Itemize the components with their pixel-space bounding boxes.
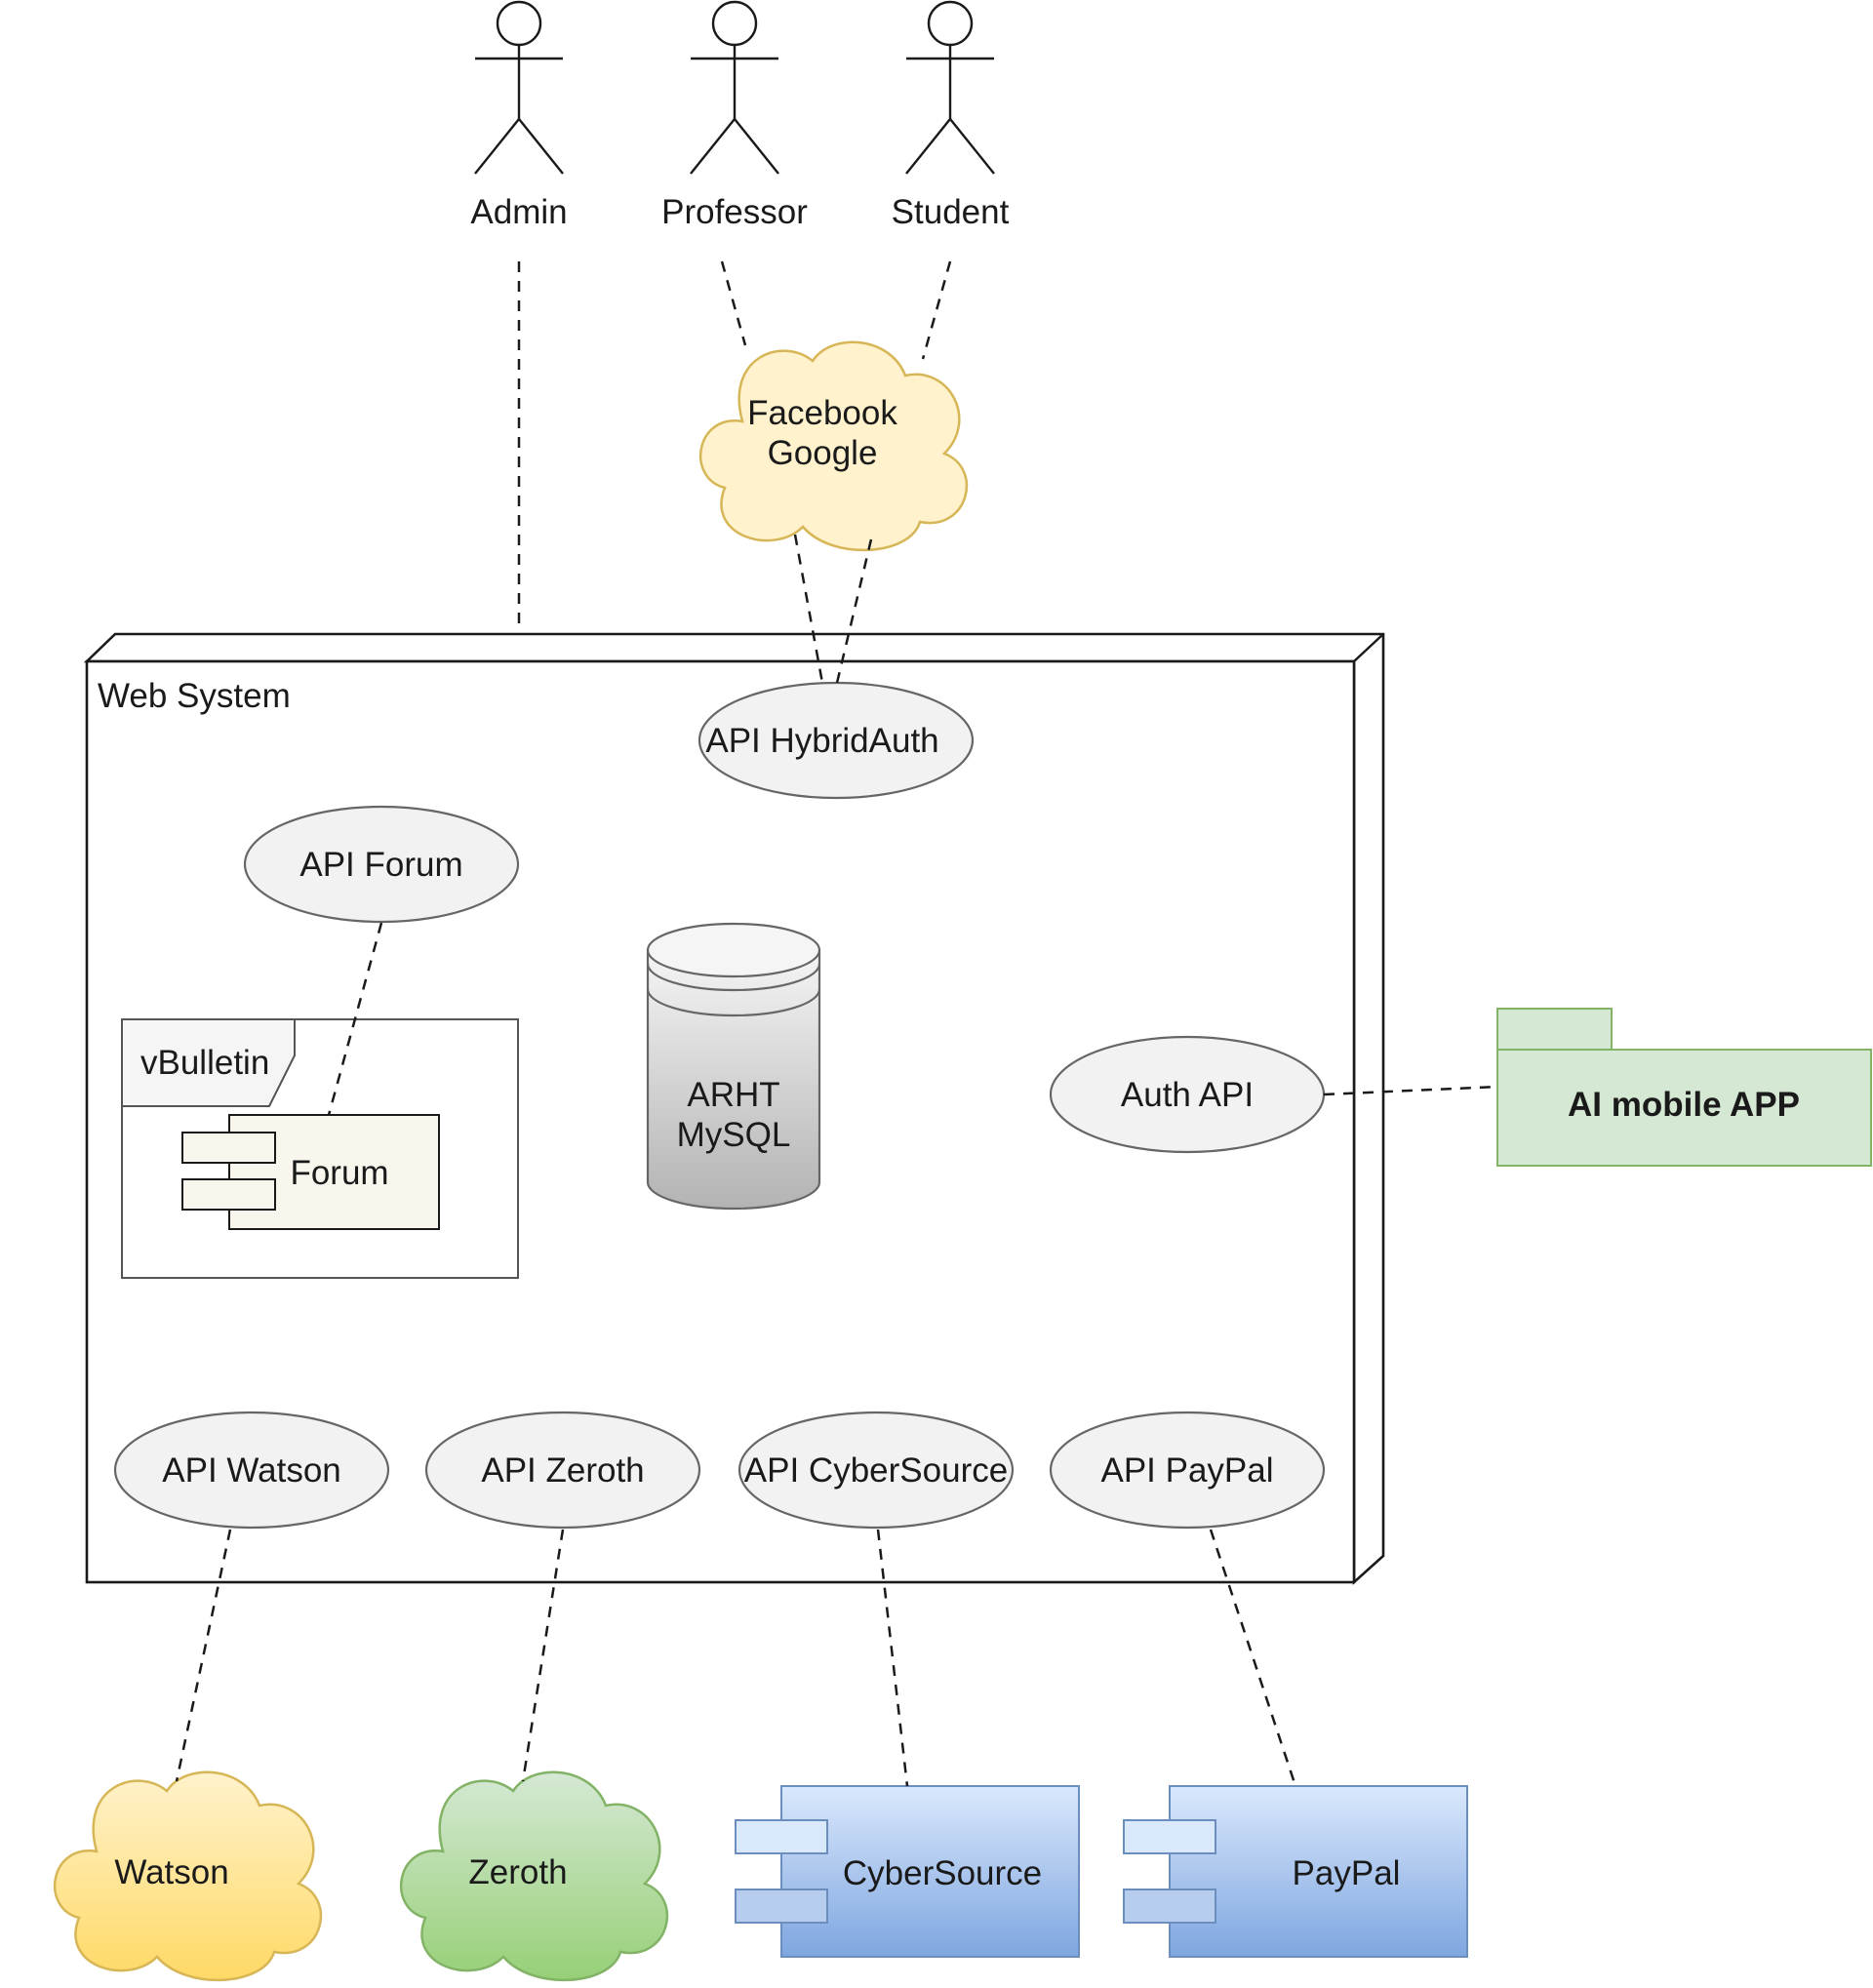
stick-figure-icon — [905, 0, 995, 175]
actor-student-label: Student — [892, 193, 1010, 231]
cloud-watson-label: Watson — [114, 1853, 228, 1891]
connector-apicybersource-cybersource — [876, 1529, 909, 1787]
api-paypal: API PayPal — [1049, 1411, 1326, 1530]
api-cybersource-label: API CyberSource — [744, 1451, 1008, 1490]
api-hybridauth-label: API HybridAuth — [705, 722, 938, 760]
stick-figure-icon — [690, 0, 779, 175]
component-icon — [181, 1132, 276, 1164]
database-line1: ARHT — [687, 1076, 779, 1114]
api-watson: API Watson — [113, 1411, 390, 1530]
cloud-zeroth-label: Zeroth — [468, 1853, 567, 1891]
cloud-facebook-google: Facebook Google — [698, 340, 969, 552]
connector-apiwatson-watson — [175, 1529, 232, 1782]
vbulletin-title: vBulletin — [140, 1044, 269, 1082]
auth-api-label: Auth API — [1121, 1076, 1254, 1114]
paypal-component: PayPal — [1123, 1785, 1468, 1958]
paypal-label: PayPal — [1293, 1854, 1401, 1892]
connectors — [175, 260, 1498, 1787]
actor-admin: Admin — [470, 0, 568, 231]
connector-apipaypal-paypal — [1209, 1529, 1297, 1787]
cloud-google-label: Google — [768, 434, 878, 472]
actor-student: Student — [892, 0, 1010, 231]
connector-student-cloud — [921, 260, 952, 360]
component-icon — [1123, 1889, 1216, 1924]
api-zeroth-label: API Zeroth — [481, 1451, 644, 1490]
cybersource-component: CyberSource — [735, 1785, 1080, 1958]
api-forum: API Forum — [243, 805, 520, 924]
connector-forumapi-forum — [327, 922, 383, 1116]
actor-professor: Professor — [661, 0, 808, 231]
component-icon — [735, 1819, 828, 1854]
actor-professor-label: Professor — [661, 193, 808, 231]
api-forum-label: API Forum — [299, 846, 462, 884]
component-icon — [181, 1178, 276, 1211]
connector-authapi-mobileapp — [1323, 1085, 1498, 1096]
web-system-title: Web System — [98, 677, 291, 715]
api-hybridauth: API HybridAuth — [697, 681, 975, 800]
api-watson-label: API Watson — [162, 1451, 341, 1490]
actor-admin-label: Admin — [470, 193, 567, 231]
forum-component-label: Forum — [290, 1154, 388, 1192]
ai-mobile-app-package: AI mobile APP — [1496, 1008, 1872, 1167]
cybersource-label: CyberSource — [843, 1854, 1042, 1892]
connector-apizeroth-zeroth — [521, 1529, 565, 1782]
database-arht-mysql: ARHT MySQL — [646, 922, 821, 1211]
component-icon — [735, 1889, 828, 1924]
api-zeroth: API Zeroth — [424, 1411, 701, 1530]
api-paypal-label: API PayPal — [1100, 1451, 1273, 1490]
connector-cloud-hybridauth-b — [835, 538, 873, 684]
ai-mobile-app-label: AI mobile APP — [1568, 1086, 1800, 1124]
connector-cloud-hybridauth-a — [793, 534, 824, 684]
forum-component: Forum — [181, 1114, 440, 1230]
cloud-facebook-label: Facebook — [747, 394, 897, 432]
database-line2: MySQL — [677, 1116, 791, 1154]
auth-api: Auth API — [1049, 1035, 1326, 1154]
component-icon — [1123, 1819, 1216, 1854]
cloud-watson: Watson — [53, 1770, 323, 1982]
cloud-zeroth: Zeroth — [399, 1770, 669, 1982]
connector-professor-cloud — [720, 260, 747, 346]
stick-figure-icon — [474, 0, 564, 175]
api-cybersource: API CyberSource — [737, 1411, 1015, 1530]
